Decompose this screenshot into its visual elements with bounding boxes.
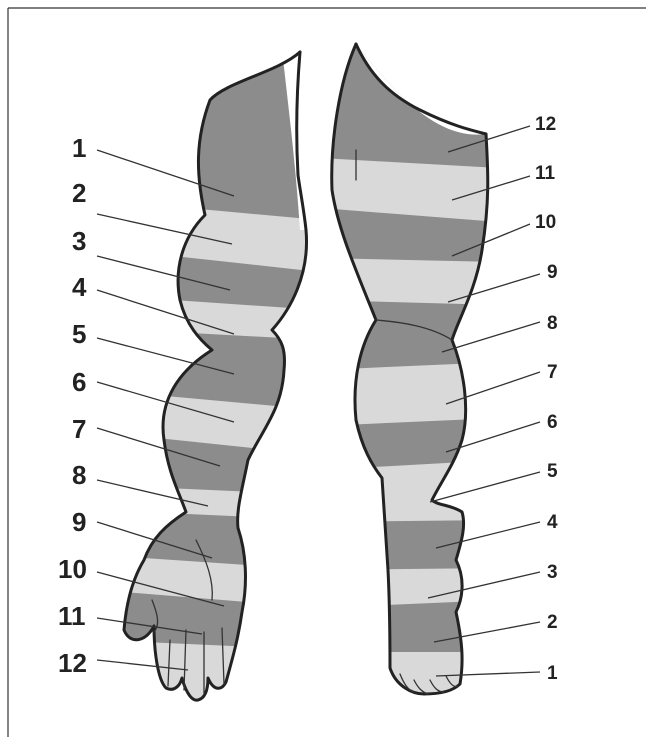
leg-label-1: 1	[547, 663, 558, 684]
arm-label-10: 10	[58, 554, 87, 584]
leg-label-11: 11	[535, 163, 556, 184]
leg-label-3: 3	[547, 562, 558, 583]
leg-label-6: 6	[547, 412, 558, 433]
leg-label-2: 2	[547, 612, 558, 633]
arm-labels: 1 2 3 4 5 6 7 8 9 10 11 12	[58, 133, 87, 678]
leg-label-8: 8	[547, 313, 558, 334]
arm-label-3: 3	[72, 226, 86, 256]
arm-label-11: 11	[58, 601, 86, 631]
leg-label-9: 9	[547, 262, 558, 283]
arm-label-1: 1	[72, 133, 86, 163]
leg-label-7: 7	[547, 362, 558, 383]
arm-label-6: 6	[72, 367, 86, 397]
arm-label-2: 2	[72, 178, 86, 208]
arm-figure	[100, 40, 320, 720]
arm-label-4: 4	[72, 272, 87, 302]
arm-label-5: 5	[72, 319, 86, 349]
leg-labels: 12 11 10 9 8 7 6 5 4 3 2 1	[535, 114, 558, 684]
arm-label-9: 9	[72, 507, 86, 537]
arm-label-8: 8	[72, 460, 86, 490]
leg-label-12: 12	[535, 114, 556, 135]
leg-label-4: 4	[547, 512, 558, 533]
arm-label-12: 12	[58, 648, 87, 678]
leg-figure	[320, 40, 500, 720]
leg-label-10: 10	[535, 212, 556, 233]
leg-label-5: 5	[547, 461, 558, 482]
arm-label-7: 7	[72, 414, 86, 444]
